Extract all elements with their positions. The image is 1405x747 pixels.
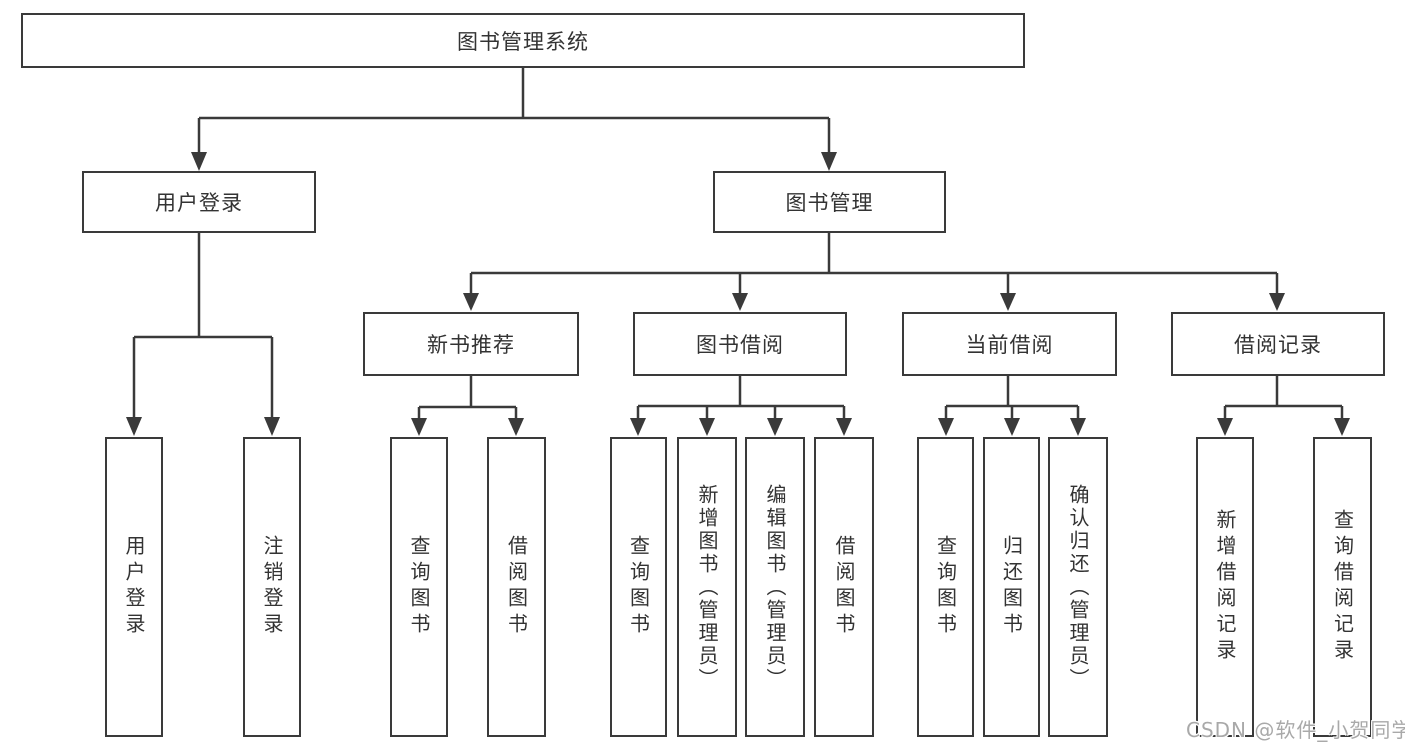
connector-userlogin-to-leaves [126,233,280,436]
leaf-current-confirm-return-admin: 确认归还（管理员） [1048,437,1108,737]
leaf-borrow-add-book-admin: 新增图书（管理员） [677,437,737,737]
node-book-borrowing: 图书借阅 [633,312,847,376]
node-new-book-recommend: 新书推荐 [363,312,579,376]
node-user-login: 用户登录 [82,171,316,233]
leaf-logout: 注销登录 [243,437,301,737]
node-book-management: 图书管理 [713,171,946,233]
connector-recommend-to-leaves [411,376,524,436]
node-current-borrowing: 当前借阅 [902,312,1117,376]
leaf-borrow-query-book: 查询图书 [610,437,667,737]
connector-bookmgmt-to-level3 [463,233,1285,311]
leaf-current-query-book: 查询图书 [917,437,974,737]
leaf-current-return-book: 归还图书 [983,437,1040,737]
leaf-user-login: 用户登录 [105,437,163,737]
leaf-borrow-borrow-book: 借阅图书 [814,437,874,737]
leaf-records-query-record: 查询借阅记录 [1313,437,1372,737]
connector-current-to-leaves [938,376,1086,436]
connector-borrow-to-leaves [630,376,852,436]
connector-root-to-level2 [191,68,837,171]
node-borrowing-records: 借阅记录 [1171,312,1385,376]
leaf-recommend-borrow-book: 借阅图书 [487,437,546,737]
leaf-borrow-edit-book-admin: 编辑图书（管理员） [745,437,805,737]
leaf-records-add-record: 新增借阅记录 [1196,437,1254,737]
connector-records-to-leaves [1217,376,1350,436]
leaf-recommend-query-book: 查询图书 [390,437,448,737]
csdn-watermark: CSDN @软件_小贺同学 [1186,718,1405,742]
node-root-library-system: 图书管理系统 [21,13,1025,68]
